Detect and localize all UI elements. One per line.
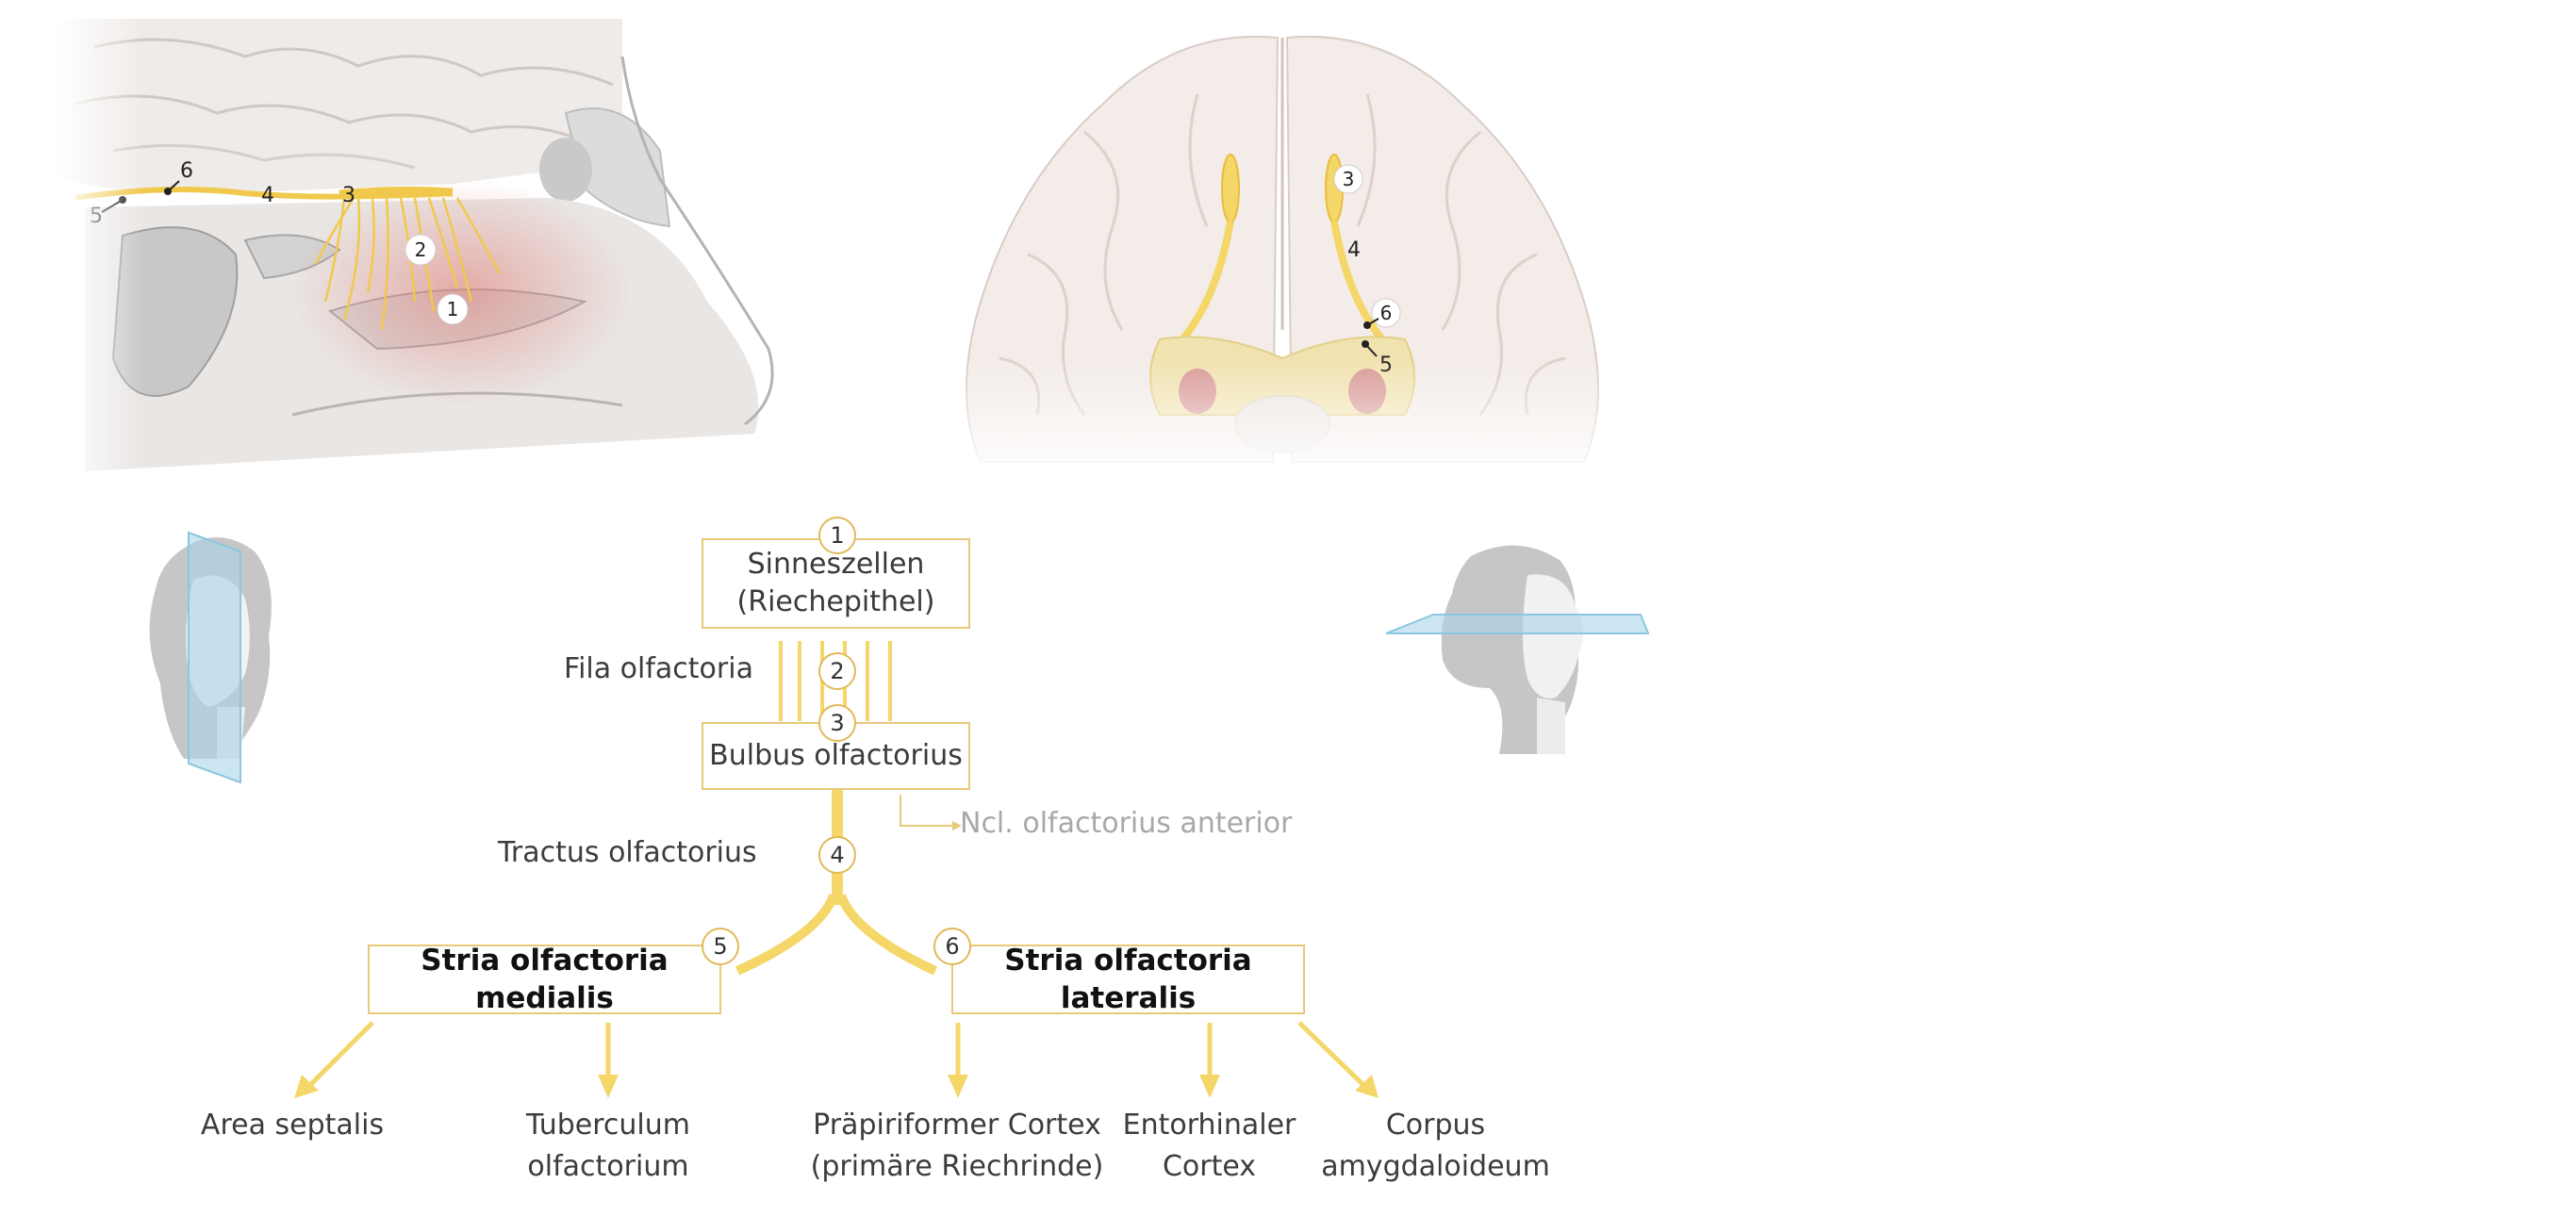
output-entorhinaler-cortex: Entorhinaler Cortex xyxy=(1113,1105,1306,1188)
step-number-6: 6 xyxy=(933,928,971,965)
output-tuberculum-olfactorium: Tuberculum olfactorium xyxy=(443,1105,773,1188)
praepiriform-line1: Präpiriformer Cortex xyxy=(813,1109,1101,1142)
ncl-olfactorius-anterior-label: Ncl. olfactorius anterior xyxy=(960,807,1293,840)
step-number-3: 3 xyxy=(818,704,856,742)
output-area-septalis: Area septalis xyxy=(174,1105,410,1146)
sagittal-plane-head-icon xyxy=(149,531,272,784)
output-corpus-amygdaloideum: Corpus amygdaloideum xyxy=(1320,1105,1551,1188)
basal-brain-illustration: 3 4 6 5 xyxy=(896,19,1669,471)
step-number-1: 1 xyxy=(818,517,856,554)
stria-medialis-label: Stria olfactoria medialis xyxy=(421,944,669,1015)
fila-olfactoria-label: Fila olfactoria xyxy=(564,652,753,685)
entorhinal-line1: Entorhinaler xyxy=(1122,1109,1296,1142)
amygdala-line1: Corpus xyxy=(1385,1109,1486,1142)
praepiriform-line2: (primäre Riechrinde) xyxy=(810,1150,1104,1183)
stria-lateralis-label: Stria olfactoria lateralis xyxy=(1004,944,1252,1015)
axial-plane-head-icon xyxy=(1386,545,1650,754)
sinneszellen-line2: (Riechepithel) xyxy=(736,585,935,618)
output-praepiriformer-cortex: Präpiriformer Cortex (primäre Riechrinde… xyxy=(806,1105,1108,1188)
stria-lateralis-box: Stria olfactoria lateralis xyxy=(951,944,1305,1015)
entorhinal-line2: Cortex xyxy=(1162,1150,1257,1183)
step-number-4: 4 xyxy=(818,836,856,874)
area-septalis-text: Area septalis xyxy=(200,1109,385,1142)
step-number-5: 5 xyxy=(702,928,739,965)
stria-medialis-box: Stria olfactoria medialis xyxy=(368,944,721,1015)
tractus-olfactorius-label: Tractus olfactorius xyxy=(498,836,757,869)
step-number-2: 2 xyxy=(818,652,856,690)
tuberculum-text: Tuberculum olfactorium xyxy=(525,1109,691,1183)
amygdala-line2: amygdaloideum xyxy=(1321,1150,1550,1183)
bulbus-olfactorius-label: Bulbus olfactorius xyxy=(709,739,963,772)
sagittal-nasal-cavity-illustration: 2 1 3 4 5 6 xyxy=(57,19,783,471)
